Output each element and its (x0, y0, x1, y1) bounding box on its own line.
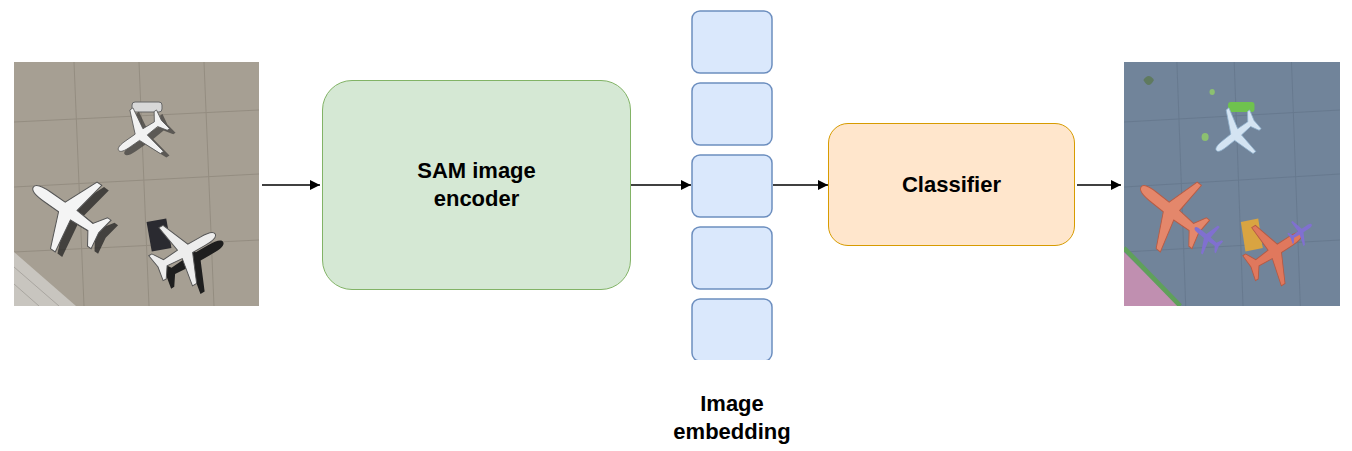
flow-arrow (631, 184, 691, 186)
embedding-caption: Image embedding (667, 390, 797, 446)
flow-arrow (773, 184, 828, 186)
embedding-cell (692, 155, 772, 217)
embedding-cell (692, 299, 772, 360)
output-segmented-image (1124, 62, 1340, 306)
classifier-box: Classifier (828, 123, 1075, 246)
embedding-cell (692, 11, 772, 73)
output-arrow (1077, 184, 1121, 186)
embedding-cell (692, 227, 772, 289)
input-arrow (262, 184, 320, 186)
embedding-cells (691, 10, 773, 360)
input-aerial-image (14, 62, 259, 306)
node-label: SAM image encoder (392, 157, 562, 213)
embedding-stack: Image embedding (691, 10, 773, 360)
embedding-cell (692, 83, 772, 145)
node-label: Classifier (902, 171, 1001, 199)
encoder-box: SAM image encoder (322, 80, 631, 290)
